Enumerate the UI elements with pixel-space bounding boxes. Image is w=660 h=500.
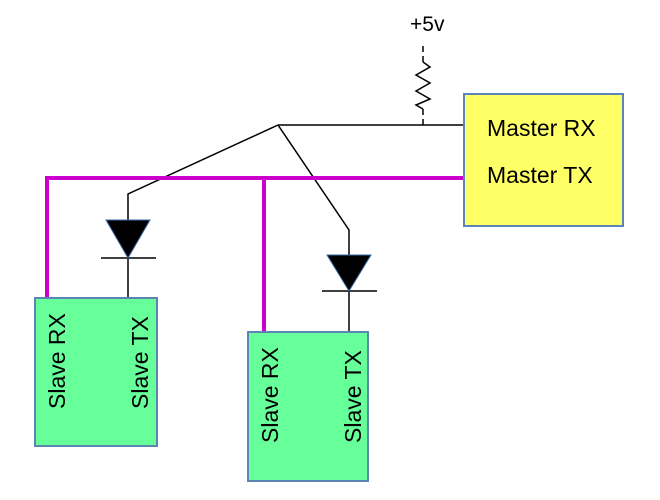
power-label: +5v [410, 13, 445, 36]
slave-box-1: Slave RX Slave TX [34, 297, 158, 447]
slave-2-rx-label: Slave RX [257, 347, 283, 443]
pullup-resistor [414, 46, 432, 125]
tx-wire [45, 176, 463, 331]
master-rx-label: Master RX [487, 115, 596, 141]
master-tx-label: Master TX [487, 162, 593, 188]
tx-wire-bus [45, 176, 463, 297]
diode-2-icon [326, 254, 372, 292]
diode-1-icon [105, 219, 151, 259]
slave-1-rx-label: Slave RX [44, 313, 70, 409]
rx-wire-to-diode-2 [277, 124, 350, 256]
slave-box-2: Slave RX Slave TX [247, 331, 369, 482]
resistor-icon [414, 61, 432, 110]
rx-wire-to-diode-1 [127, 124, 279, 221]
slave-2-tx-label: Slave TX [340, 350, 366, 443]
master-box: Master RX Master TX [463, 93, 624, 227]
slave-1-tx-label: Slave TX [127, 316, 153, 409]
